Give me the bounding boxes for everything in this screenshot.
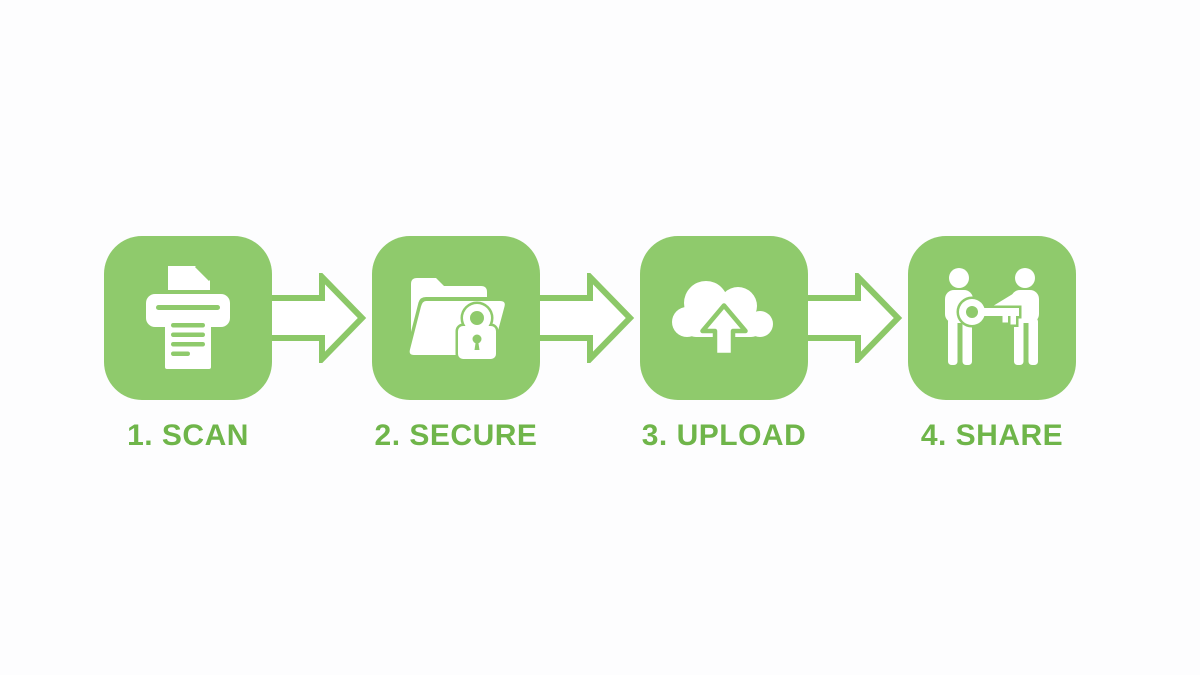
step-scan: 1. SCAN (104, 236, 272, 453)
arrow-right-icon (272, 273, 367, 363)
step-secure-tile (372, 236, 540, 400)
step-secure-label: 2. SECURE (374, 419, 538, 452)
step-secure: 2. SECURE (372, 236, 540, 453)
cloud-upload-icon (672, 281, 773, 358)
people-handing-key-icon (945, 268, 1039, 365)
arrow-right-icon (540, 273, 635, 363)
step-share: 4. SHARE (908, 236, 1076, 453)
printer-scan-icon (146, 266, 230, 369)
process-flow: 1. SCAN (104, 236, 1076, 453)
step-scan-tile (104, 236, 272, 400)
step-upload-tile (640, 236, 808, 400)
step-share-tile (908, 236, 1076, 400)
step-upload: 3. UPLOAD (640, 236, 808, 453)
arrow-right-icon (808, 273, 903, 363)
step-share-label: 4. SHARE (920, 419, 1064, 452)
step-scan-label: 1. SCAN (127, 419, 249, 452)
folder-lock-icon (409, 278, 505, 362)
step-upload-label: 3. UPLOAD (641, 419, 807, 452)
